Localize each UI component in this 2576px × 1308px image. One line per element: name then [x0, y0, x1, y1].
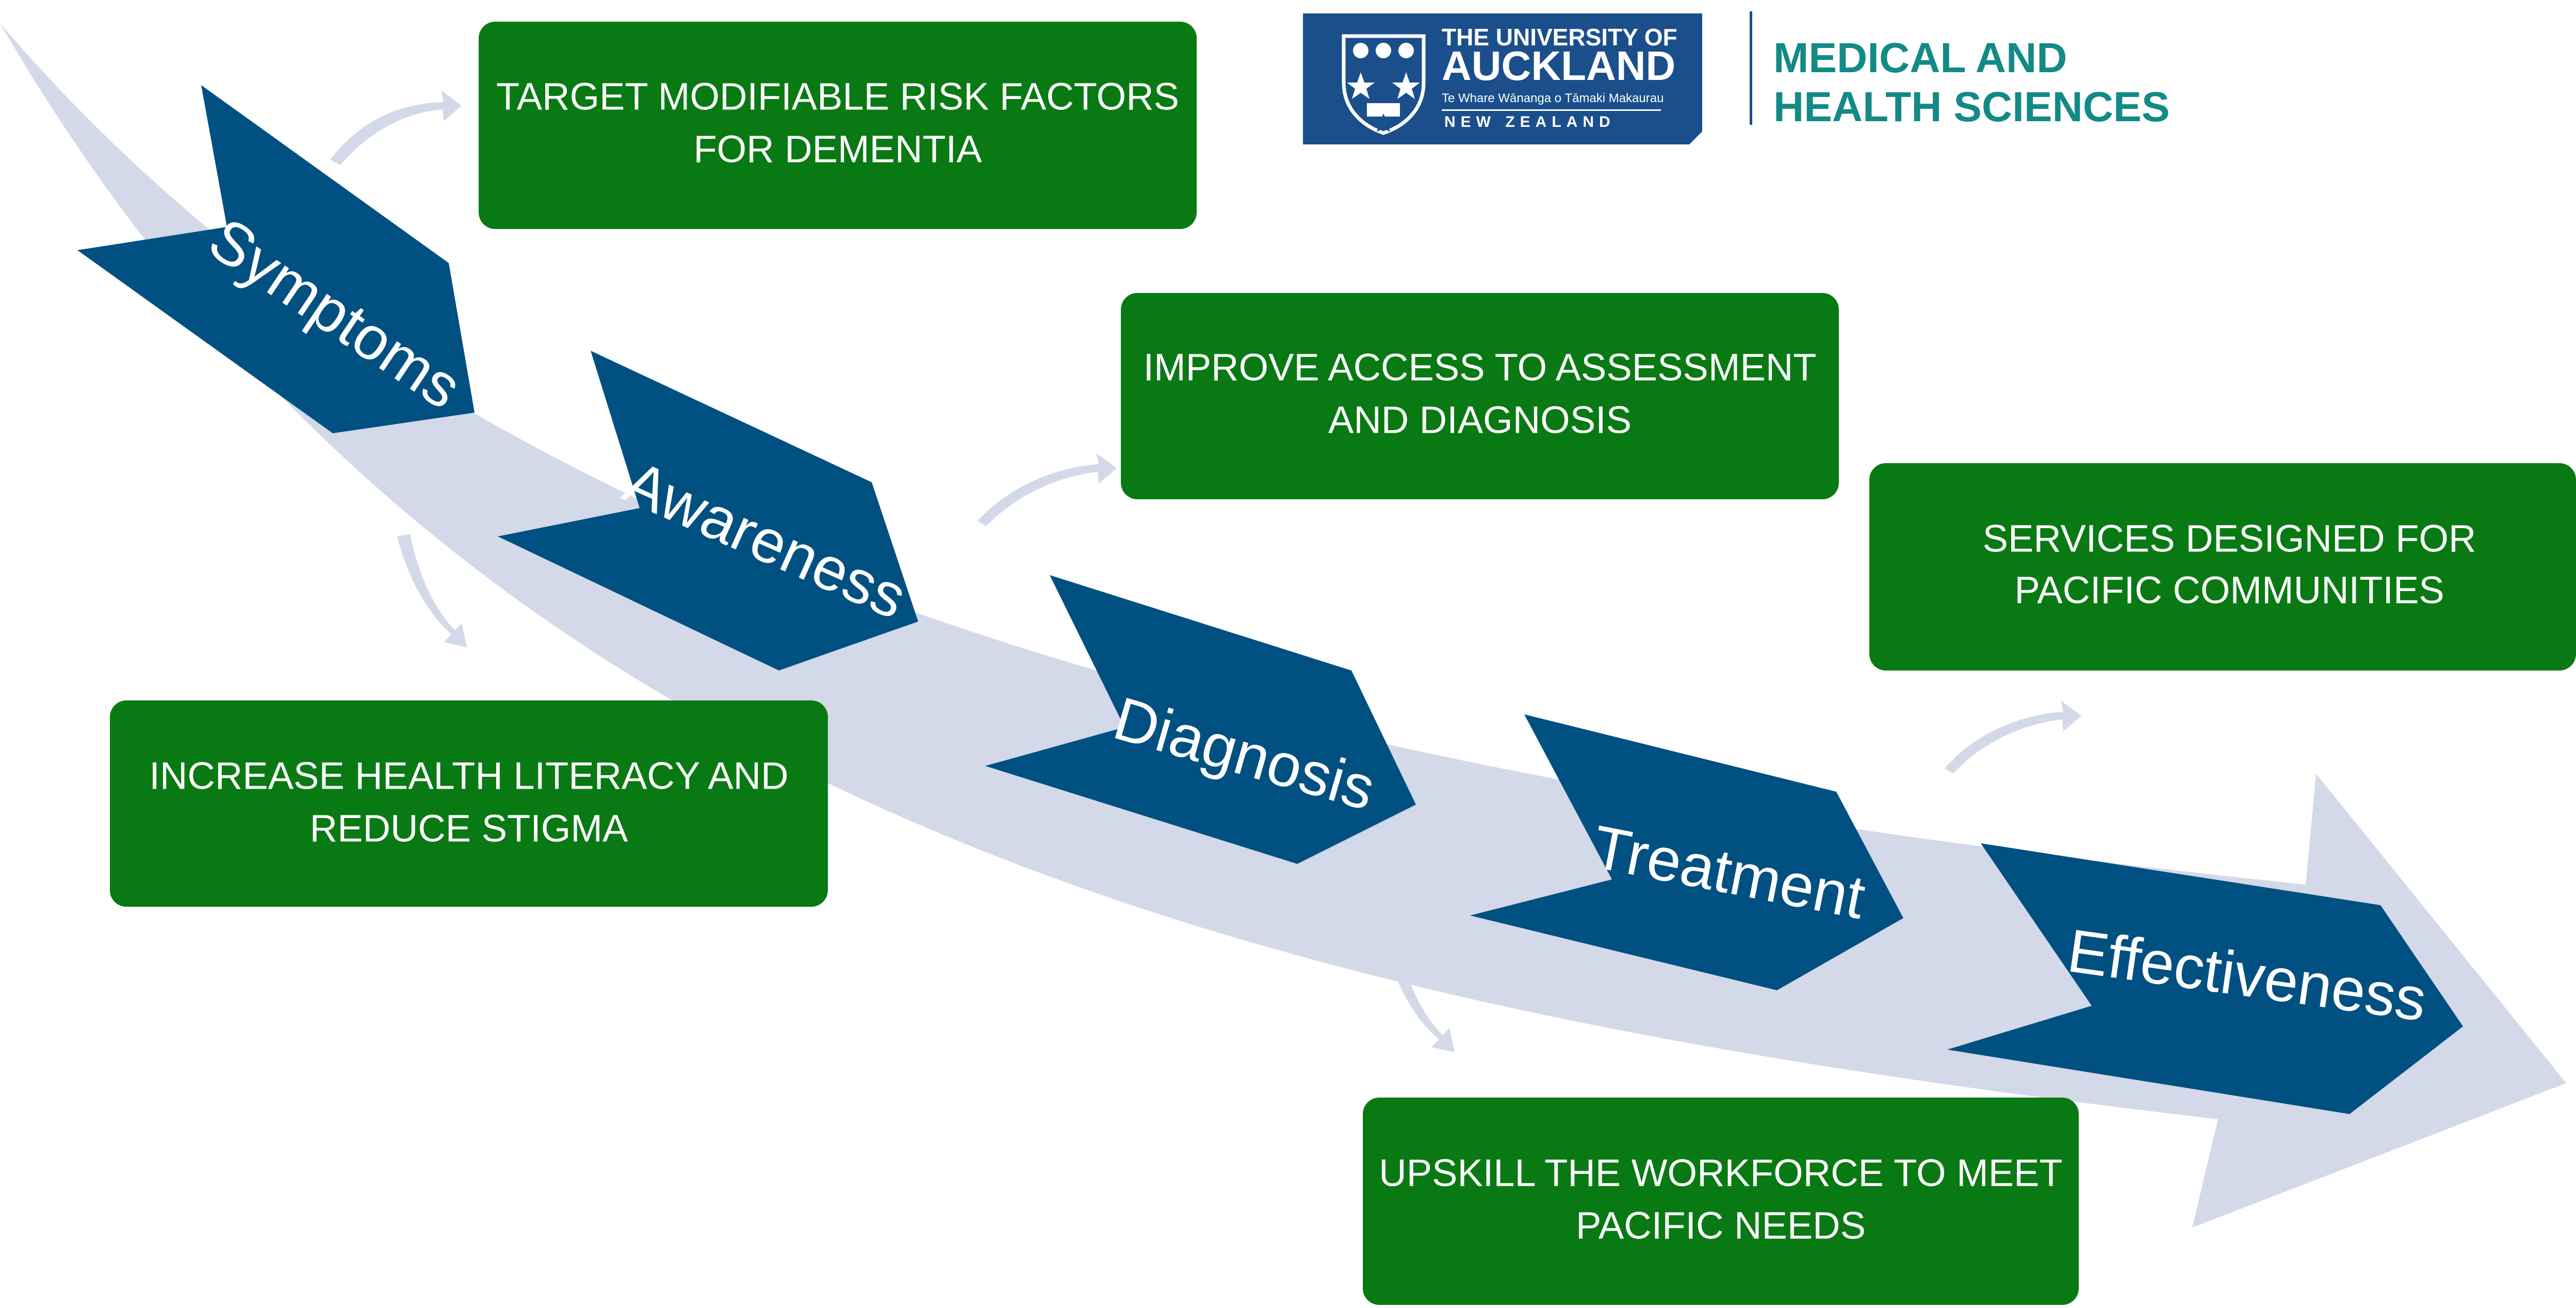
connector-arrows	[330, 90, 2081, 1052]
faculty-line2: HEALTH SCIENCES	[1773, 84, 2170, 130]
chevron-awareness	[498, 351, 918, 671]
action-text-services-line2: PACIFIC COMMUNITIES	[2014, 569, 2444, 612]
action-box-risk-factors: TARGET MODIFIABLE RISK FACTORS FOR DEMEN…	[479, 22, 1197, 229]
connector-arrow-3	[977, 453, 1117, 526]
action-text-workforce-line1: UPSKILL THE WORKFORCE TO MEET	[1379, 1152, 2062, 1195]
action-text-risk-factors-line1: TARGET MODIFIABLE RISK FACTORS	[496, 75, 1179, 118]
logo-divider	[1750, 11, 1752, 125]
university-logo: THE UNIVERSITY OF AUCKLAND Te Whare Wāna…	[1303, 13, 1702, 144]
chevron-treatment	[1470, 714, 1903, 990]
logo-line4: NEW ZEALAND	[1444, 113, 1616, 130]
action-text-services-line1: SERVICES DESIGNED FOR	[1983, 517, 2476, 560]
chevron-effectiveness	[1947, 843, 2463, 1114]
action-box-services: SERVICES DESIGNED FOR PACIFIC COMMUNITIE…	[1869, 463, 2576, 671]
chevron-diagnosis	[985, 575, 1416, 864]
connector-arrow-1	[330, 90, 462, 165]
action-text-access-line2: AND DIAGNOSIS	[1328, 399, 1632, 442]
connector-arrow-2	[397, 534, 467, 647]
connector-arrow-4	[1382, 931, 1455, 1052]
action-box-access: IMPROVE ACCESS TO ASSESSMENT AND DIAGNOS…	[1121, 293, 1839, 499]
action-text-access-line1: IMPROVE ACCESS TO ASSESSMENT	[1144, 346, 1817, 389]
logo-line1: THE UNIVERSITY OF	[1442, 24, 1677, 51]
logo-line3: Te Whare Wānanga o Tāmaki Makaurau	[1442, 91, 1664, 105]
action-text-literacy-line2: REDUCE STIGMA	[310, 807, 628, 850]
action-text-literacy-line1: INCREASE HEALTH LITERACY AND	[149, 755, 788, 797]
action-box-workforce: UPSKILL THE WORKFORCE TO MEET PACIFIC NE…	[1363, 1098, 2079, 1305]
pathway-band-arrow	[0, 23, 2566, 1228]
crest-icon	[1342, 34, 1426, 135]
action-text-risk-factors-line2: FOR DEMENTIA	[693, 128, 982, 171]
faculty-line1: MEDICAL AND	[1773, 35, 2067, 81]
action-text-workforce-line2: PACIFIC NEEDS	[1576, 1204, 1866, 1247]
logo-line2: AUCKLAND	[1442, 43, 1675, 89]
connector-arrow-5	[1945, 700, 2081, 774]
action-box-literacy: INCREASE HEALTH LITERACY AND REDUCE STIG…	[110, 700, 828, 907]
chevron-symptoms	[77, 85, 475, 433]
stage-chevrons	[77, 85, 2463, 1114]
